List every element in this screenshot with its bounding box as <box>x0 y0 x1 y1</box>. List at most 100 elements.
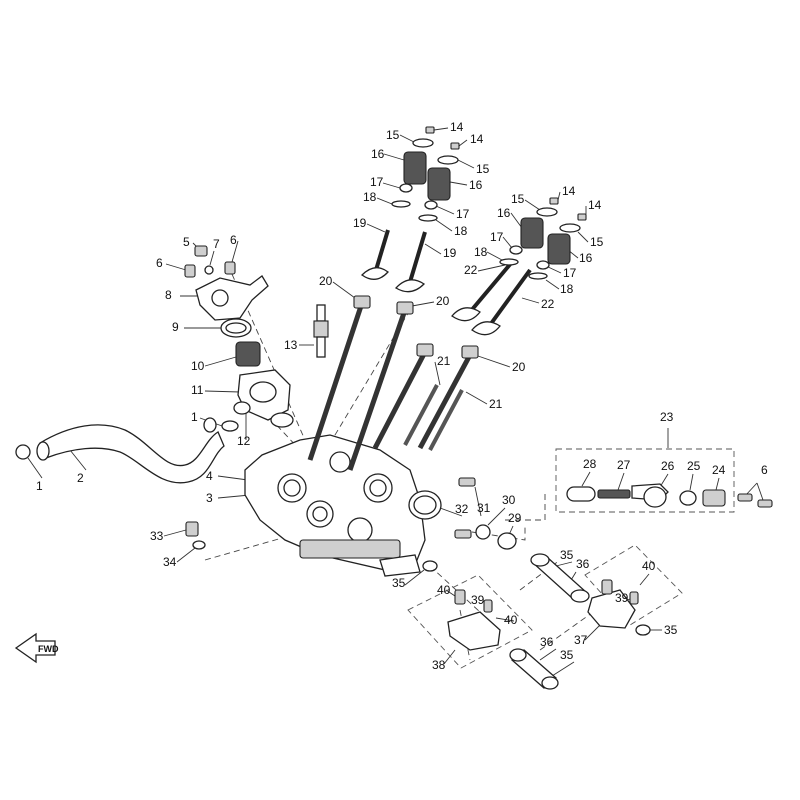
leader-line <box>404 569 425 586</box>
leader-line <box>435 219 453 232</box>
callout-29: 29 <box>508 511 522 525</box>
callout-20: 20 <box>319 274 333 288</box>
leader-line <box>715 477 720 491</box>
spark-plug <box>313 304 329 358</box>
leader-line <box>502 236 513 249</box>
callout-18: 18 <box>474 245 488 259</box>
callout-9: 9 <box>172 320 179 334</box>
callout-28: 28 <box>583 457 597 471</box>
callout-16: 16 <box>371 147 385 161</box>
callout-2: 2 <box>77 471 84 485</box>
leader-line <box>577 231 589 243</box>
leader-line <box>510 212 523 229</box>
callout-12: 12 <box>237 434 251 448</box>
callout-34: 34 <box>163 555 177 569</box>
leader-line <box>434 361 441 386</box>
callout-5: 5 <box>183 235 190 249</box>
callout-8: 8 <box>165 288 172 302</box>
callout-40: 40 <box>437 583 451 597</box>
callout-23: 23 <box>660 410 674 424</box>
callout-18: 18 <box>454 224 468 238</box>
callout-40: 40 <box>642 559 656 573</box>
callout-3: 3 <box>206 491 213 505</box>
leader-line <box>209 250 215 266</box>
thermostat-assembly <box>184 245 294 428</box>
callout-17: 17 <box>456 207 470 221</box>
callout-14: 14 <box>470 132 484 146</box>
callout-40: 40 <box>504 613 518 627</box>
callout-21: 21 <box>489 397 503 411</box>
callout-13: 13 <box>284 338 298 352</box>
tensioner-assembly <box>566 483 773 508</box>
callout-15: 15 <box>386 128 400 142</box>
callout-36: 36 <box>576 557 590 571</box>
callout-18: 18 <box>363 190 377 204</box>
group-box-23 <box>555 448 735 513</box>
rocker-shafts <box>422 553 651 690</box>
head-bolts <box>307 295 479 471</box>
callout-32: 32 <box>455 502 469 516</box>
leader-line <box>539 648 557 661</box>
leader-line <box>524 199 541 211</box>
cylinder-head <box>244 434 426 577</box>
leader-line <box>443 649 456 665</box>
leader-line <box>382 182 401 189</box>
leader-line <box>581 471 591 487</box>
forward-direction-marker: FWD <box>14 632 59 664</box>
callout-20: 20 <box>436 294 450 308</box>
leader-line <box>204 390 241 393</box>
callout-31: 31 <box>477 501 491 515</box>
callout-15: 15 <box>476 162 490 176</box>
callout-17: 17 <box>370 175 384 189</box>
callout-1: 1 <box>191 410 198 424</box>
callout-36: 36 <box>540 635 554 649</box>
callout-17: 17 <box>563 266 577 280</box>
callout-35: 35 <box>392 576 406 590</box>
callout-7: 7 <box>213 237 220 251</box>
leader-line <box>551 661 575 677</box>
leader-line <box>439 507 463 517</box>
callout-6: 6 <box>761 463 768 477</box>
leader-line <box>545 279 560 290</box>
callout-14: 14 <box>450 120 464 134</box>
leader-line <box>383 153 405 161</box>
coolant-hose <box>15 417 239 484</box>
callout-18: 18 <box>560 282 574 296</box>
leader-line <box>756 482 764 501</box>
leader-line <box>465 391 488 405</box>
leader-line <box>424 243 442 255</box>
callout-4: 4 <box>206 469 213 483</box>
callout-16: 16 <box>469 178 483 192</box>
callout-14: 14 <box>562 184 576 198</box>
leader-line <box>366 223 386 233</box>
leader-line <box>477 264 506 272</box>
callout-25: 25 <box>687 459 701 473</box>
callout-10: 10 <box>191 359 205 373</box>
leader-line <box>477 355 511 368</box>
leader-line <box>217 475 249 481</box>
callout-22: 22 <box>541 297 555 311</box>
leader-line <box>204 356 237 367</box>
valve-springs <box>391 126 587 280</box>
callout-35: 35 <box>560 648 574 662</box>
callout-22: 22 <box>464 263 478 277</box>
leader-line <box>521 297 540 304</box>
callout-16: 16 <box>497 206 511 220</box>
callout-19: 19 <box>443 246 457 260</box>
leader-lines <box>27 127 764 677</box>
callout-38: 38 <box>432 658 446 672</box>
callout-24: 24 <box>712 463 726 477</box>
leader-line <box>689 473 694 491</box>
leader-line <box>332 281 356 299</box>
callout-39: 39 <box>615 591 629 605</box>
callout-15: 15 <box>511 192 525 206</box>
intake-adapter <box>408 477 517 550</box>
callout-20: 20 <box>512 360 526 374</box>
leader-line <box>487 507 506 526</box>
callout-26: 26 <box>661 459 675 473</box>
leader-line <box>474 486 482 517</box>
leader-line <box>435 205 455 215</box>
callout-11: 11 <box>191 383 204 397</box>
leader-line <box>433 127 449 131</box>
callout-30: 30 <box>502 493 516 507</box>
